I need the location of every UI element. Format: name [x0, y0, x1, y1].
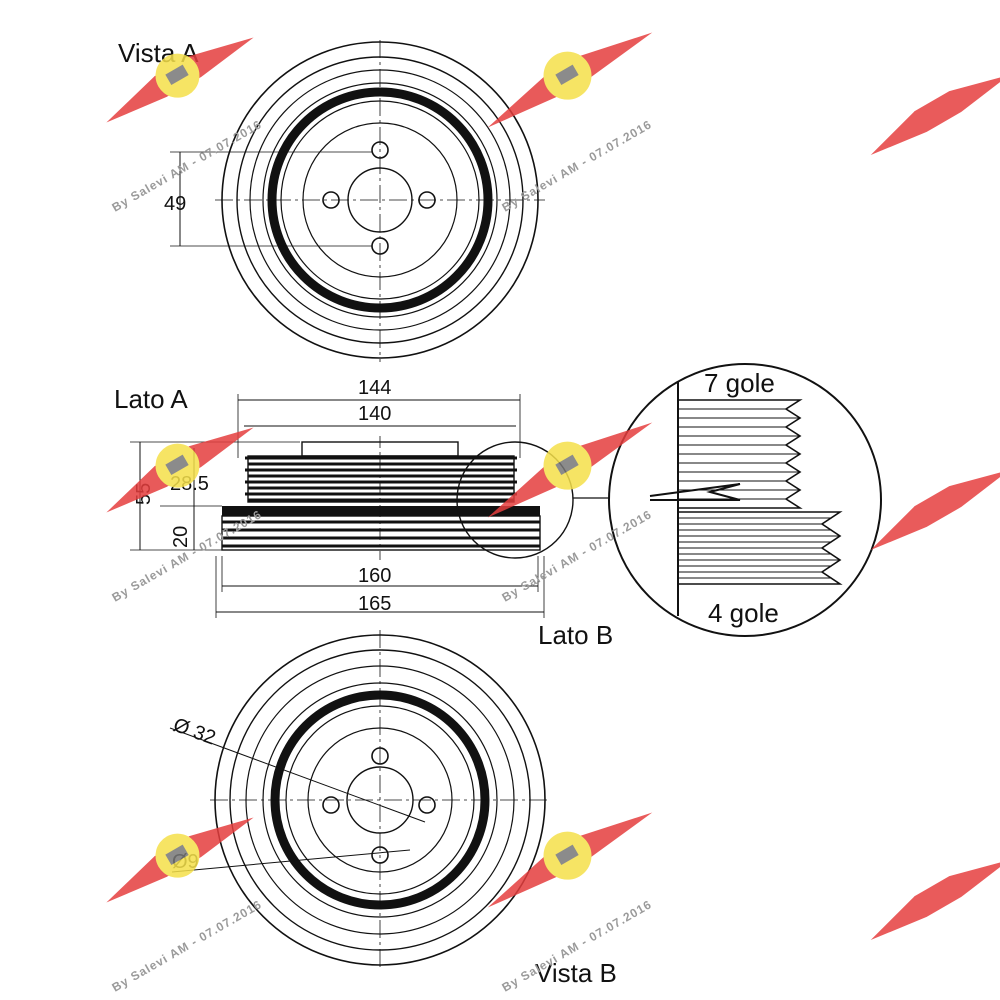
watermark-logo: [870, 860, 1000, 940]
detail-upper-grooves: [678, 399, 803, 509]
dimension-165: 165: [358, 593, 391, 615]
watermark-logo: [106, 817, 254, 903]
watermark-logo: [870, 75, 1000, 155]
watermark-logo: [106, 427, 254, 513]
dimension-144: 144: [358, 377, 391, 399]
diameter-32: Ø 32: [170, 714, 218, 750]
watermark-logo: [487, 32, 653, 128]
watermark-logo: [487, 812, 653, 908]
groove-detail-view: 7 gole 4 gole: [608, 363, 882, 637]
upper-grooves: [245, 456, 517, 502]
watermark-logo: [487, 422, 653, 518]
lato-b-label: Lato B: [538, 620, 613, 650]
dimension-49: 49: [164, 193, 186, 215]
watermark-logo: [106, 37, 254, 123]
dimension-160: 160: [358, 565, 391, 587]
lower-grooves: [222, 520, 540, 548]
lato-a-label: Lato A: [114, 384, 188, 414]
four-grooves-label: 4 gole: [708, 598, 779, 628]
watermark-text: By Salevi AM - 07.07.2016: [110, 897, 265, 994]
dimension-20: 20: [170, 526, 192, 548]
vista-a-view: 49: [164, 40, 545, 362]
watermark-text: By Salevi AM - 07.07.2016: [110, 507, 265, 604]
vista-b-label: Vista B: [535, 958, 617, 988]
seven-grooves-label: 7 gole: [704, 368, 775, 398]
detail-lower-grooves: [678, 511, 843, 585]
watermark-logo: [870, 470, 1000, 550]
dimension-140: 140: [358, 403, 391, 425]
